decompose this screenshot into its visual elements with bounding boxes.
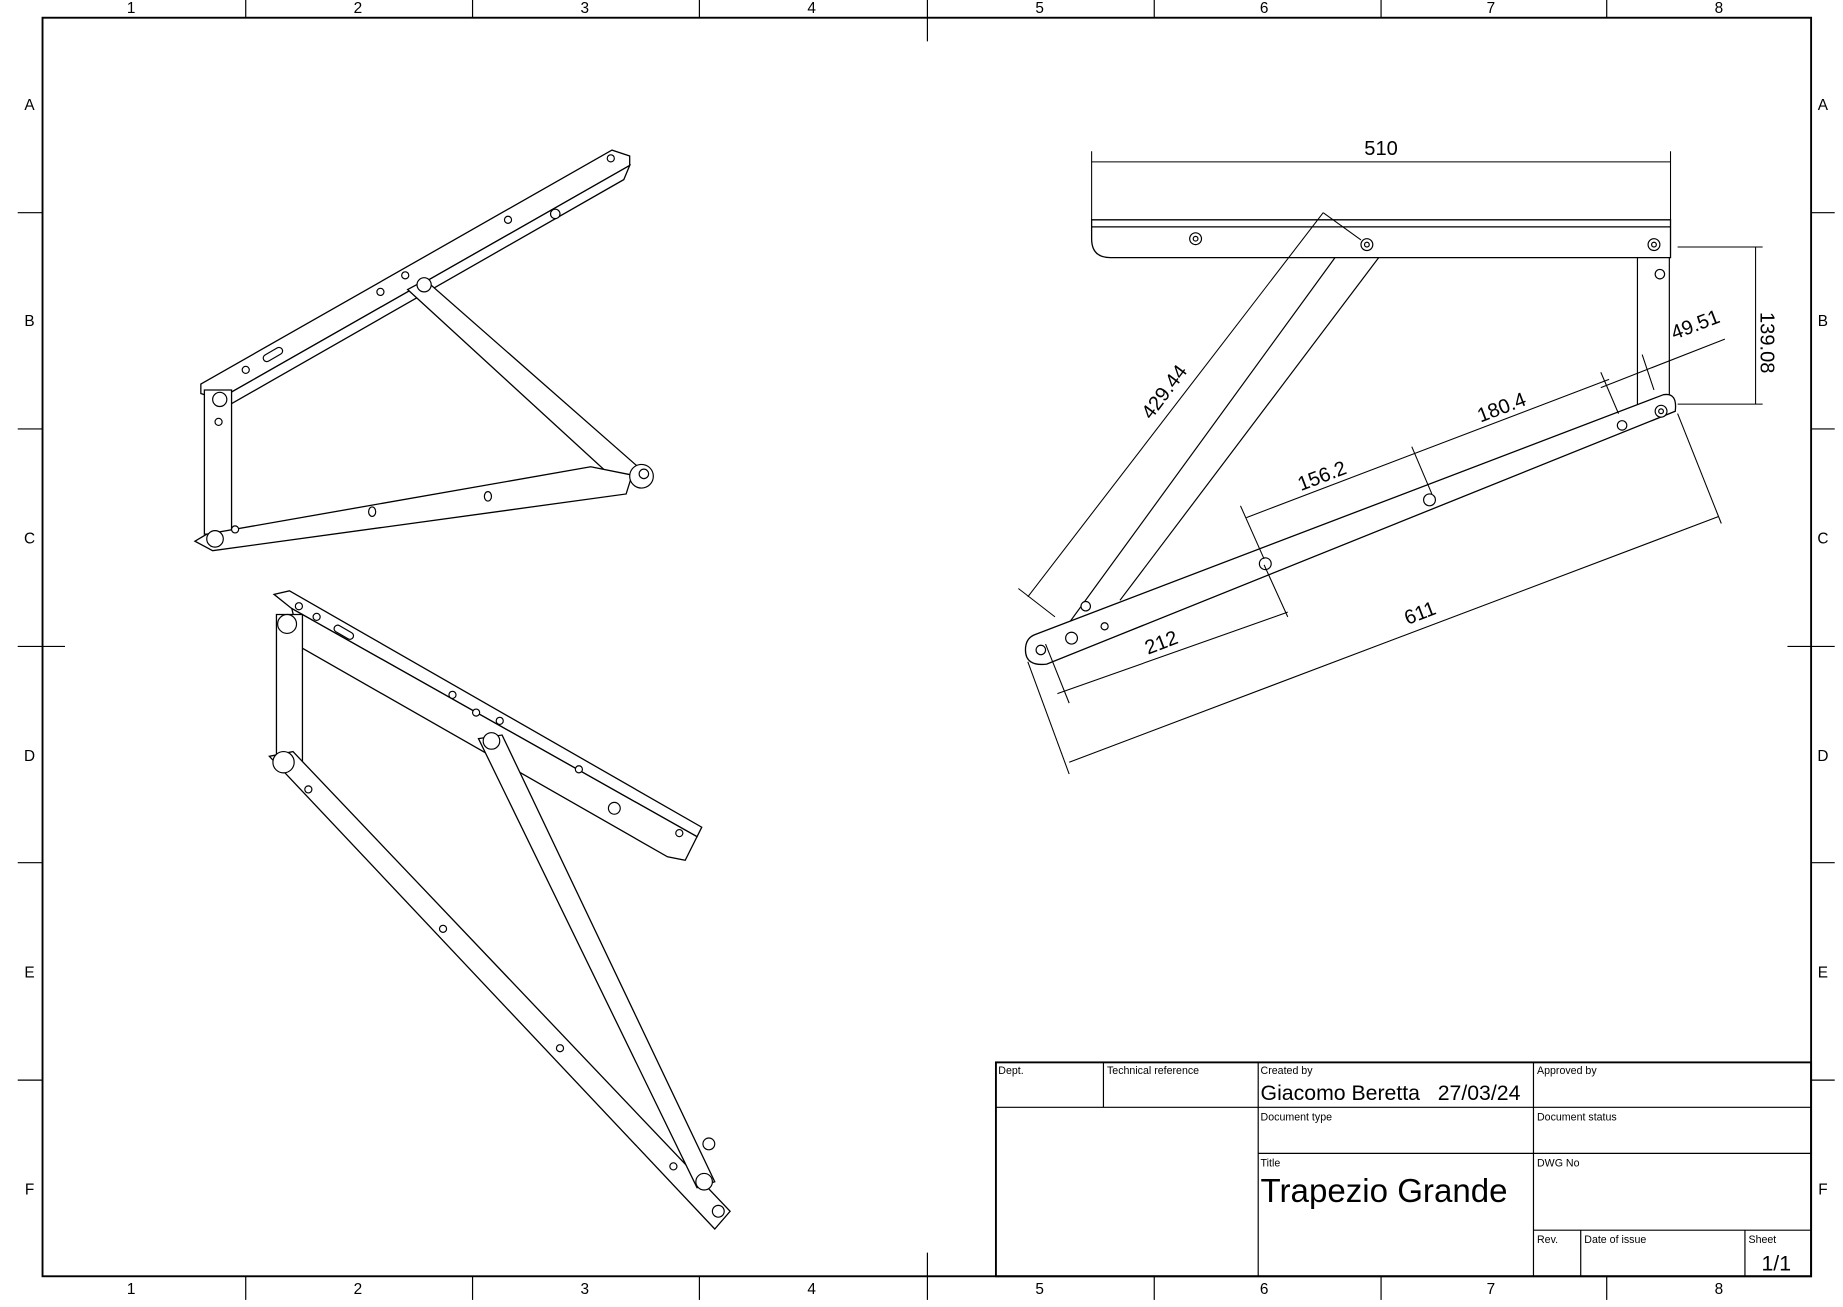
- dim-156-2: 156.2: [1295, 457, 1350, 496]
- created-by-label: Created by: [1261, 1065, 1314, 1077]
- svg-text:1: 1: [127, 1281, 136, 1298]
- approved-by-label: Approved by: [1537, 1065, 1597, 1077]
- svg-text:C: C: [1817, 531, 1828, 548]
- svg-text:A: A: [24, 97, 35, 114]
- svg-text:6: 6: [1260, 1281, 1269, 1298]
- document-type-label: Document type: [1261, 1111, 1333, 1123]
- row-labels-right: A B C D E F: [1817, 97, 1828, 1199]
- dept-label: Dept.: [998, 1065, 1023, 1077]
- svg-text:F: F: [25, 1182, 34, 1199]
- technical-reference-label: Technical reference: [1107, 1065, 1199, 1077]
- isometric-view-bottom: [268, 590, 731, 1230]
- title-label: Title: [1261, 1157, 1281, 1169]
- svg-text:8: 8: [1715, 1281, 1724, 1298]
- dim-180-4: 180.4: [1474, 389, 1529, 428]
- dim-49-51: 49.51: [1668, 306, 1723, 345]
- sheet-value: 1/1: [1761, 1251, 1791, 1275]
- rev-label: Rev.: [1537, 1234, 1558, 1246]
- svg-text:D: D: [24, 748, 35, 765]
- svg-text:B: B: [1818, 313, 1828, 330]
- isometric-view-top: [193, 149, 654, 552]
- dim-139-08: 139.08: [1755, 312, 1777, 373]
- svg-text:7: 7: [1487, 0, 1496, 17]
- svg-text:7: 7: [1487, 1281, 1496, 1298]
- zone-ticks: [17, 0, 1835, 1300]
- dim-429-44: 429.44: [1138, 361, 1193, 423]
- title-block: Dept. Technical reference Created by Gia…: [994, 1061, 1813, 1278]
- column-labels-top: 1 2 3 4 5 6 7 8: [127, 0, 1723, 17]
- drawing-title: Trapezio Grande: [1261, 1173, 1508, 1210]
- front-view: [1024, 219, 1677, 666]
- svg-text:3: 3: [581, 0, 590, 17]
- svg-text:E: E: [24, 964, 34, 981]
- svg-text:E: E: [1818, 964, 1828, 981]
- sheet-label: Sheet: [1748, 1234, 1776, 1246]
- date-of-issue-label: Date of issue: [1584, 1234, 1646, 1246]
- svg-text:1: 1: [127, 0, 136, 17]
- svg-text:B: B: [24, 313, 34, 330]
- svg-text:D: D: [1817, 748, 1828, 765]
- svg-text:3: 3: [581, 1281, 590, 1298]
- dwg-no-label: DWG No: [1537, 1157, 1580, 1169]
- svg-text:A: A: [1818, 97, 1829, 114]
- svg-text:6: 6: [1260, 0, 1269, 17]
- svg-text:5: 5: [1035, 0, 1044, 17]
- svg-text:4: 4: [807, 0, 816, 17]
- created-by-value: Giacomo Beretta 27/03/24: [1261, 1081, 1521, 1105]
- svg-text:8: 8: [1715, 0, 1724, 17]
- dimension-lines: [1018, 151, 1763, 775]
- column-labels-bottom: 1 2 3 4 5 6 7 8: [127, 1281, 1723, 1298]
- svg-text:F: F: [1818, 1182, 1827, 1199]
- dim-212: 212: [1142, 627, 1181, 660]
- svg-text:5: 5: [1035, 1281, 1044, 1298]
- document-status-label: Document status: [1537, 1111, 1617, 1123]
- row-labels-left: A B C D E F: [24, 97, 35, 1199]
- svg-text:4: 4: [807, 1281, 816, 1298]
- dim-510: 510: [1364, 138, 1397, 160]
- svg-text:C: C: [24, 531, 35, 548]
- svg-text:2: 2: [354, 1281, 363, 1298]
- svg-text:2: 2: [354, 0, 363, 17]
